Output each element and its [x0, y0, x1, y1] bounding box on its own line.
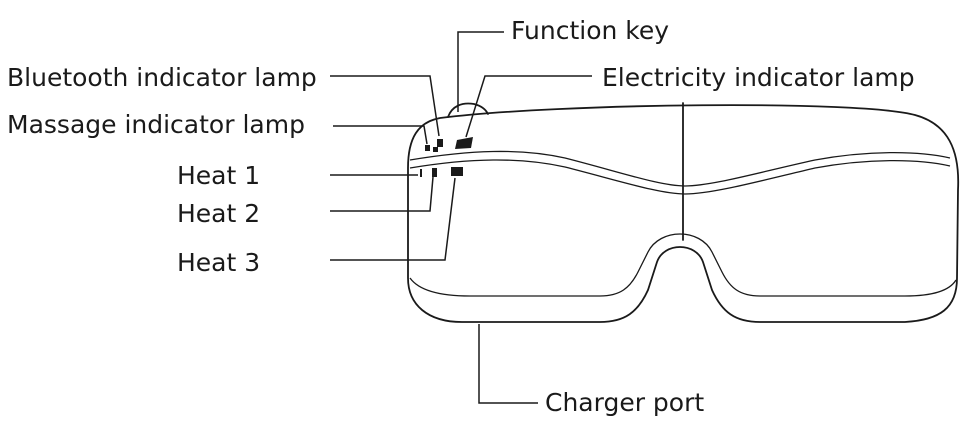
function-key-leader	[457, 31, 504, 112]
charger-port-label: Charger port	[545, 388, 704, 417]
heat1-lamp-icon	[420, 169, 422, 177]
bluetooth-lamp-label: Bluetooth indicator lamp	[7, 63, 317, 92]
heat2-leader	[330, 176, 434, 212]
massage-lamp-label: Massage indicator lamp	[7, 110, 305, 139]
label-group: Function key Bluetooth indicator lamp El…	[7, 16, 915, 417]
function-key-bump	[447, 102, 489, 118]
heat2-label: Heat 2	[177, 199, 260, 228]
massage-lamp-leader	[333, 125, 428, 145]
bluetooth-lamp-icon	[437, 139, 443, 147]
bluetooth-lamp-leader	[330, 75, 440, 137]
device-outer-shell	[407, 104, 960, 323]
heat3-label: Heat 3	[177, 248, 260, 277]
heat2-lamp-icon	[432, 168, 437, 177]
upper-band-top	[409, 150, 951, 187]
lower-panel-contour	[409, 233, 957, 297]
upper-band-bottom	[409, 159, 951, 195]
function-key-label: Function key	[511, 16, 669, 45]
heat1-label: Heat 1	[177, 161, 260, 190]
bluetooth-lamp-dot	[433, 147, 438, 152]
electricity-lamp-icon	[455, 137, 473, 149]
eye-massager-device	[407, 102, 960, 323]
top-lamp-cluster	[425, 137, 473, 152]
massage-lamp-icon	[425, 145, 430, 151]
leader-lines	[330, 31, 592, 404]
heat3-leader	[330, 177, 456, 261]
electricity-lamp-label: Electricity indicator lamp	[602, 63, 915, 92]
heat3-lamp-icon	[451, 167, 463, 176]
charger-port-leader	[478, 324, 538, 404]
electricity-lamp-leader	[465, 75, 592, 138]
